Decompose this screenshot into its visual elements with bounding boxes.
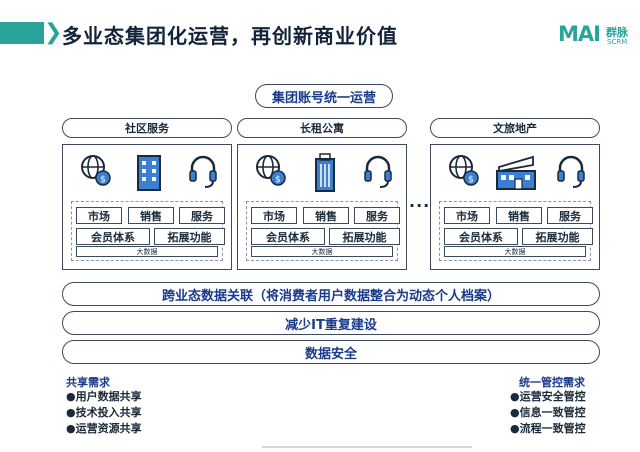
unified-operations-pill: 集团账号统一运营 xyxy=(255,84,393,108)
category-label-community: 社区服务 xyxy=(62,118,232,138)
logo-cn: 群脉 xyxy=(606,26,628,39)
headset-icon xyxy=(189,155,217,188)
svg-text:$: $ xyxy=(275,175,281,185)
ellipsis: ... xyxy=(409,192,431,211)
tag-sales: 销售 xyxy=(303,207,349,224)
feature-group: 市场 销售 服务 会员体系 拓展功能 大数据 xyxy=(439,201,593,261)
resort-building-icon xyxy=(496,155,536,190)
band-cross-business-data: 跨业态数据关联（将消费者用户数据整合为动态个人档案） xyxy=(62,282,600,306)
tag-membership: 会员体系 xyxy=(444,228,518,245)
tag-sales: 销售 xyxy=(128,207,174,224)
globe-coin-icon: $ xyxy=(81,155,111,186)
control-needs-list: ●运营安全管控 ●信息一致管控 ●流程一致管控 xyxy=(510,389,586,437)
apartment-tower-icon xyxy=(315,153,335,192)
tag-bigdata: 大数据 xyxy=(251,246,393,257)
office-building-icon xyxy=(137,155,161,191)
brand-logo: MAI 群脉 SCRM xyxy=(558,22,634,52)
business-panel-tourism: $ 市场 销售 服务 会员体系 拓展功能 大数据 xyxy=(430,144,600,270)
category-label-apartment: 长租公寓 xyxy=(237,118,407,138)
shared-needs-title: 共享需求 xyxy=(66,376,110,389)
tag-bigdata: 大数据 xyxy=(444,246,586,257)
globe-coin-icon: $ xyxy=(256,155,286,186)
tag-bigdata: 大数据 xyxy=(76,246,218,257)
band-reduce-it-duplication: 减少IT重复建设 xyxy=(62,311,600,335)
business-panel-community: $ 市场 销售 服务 会员体系 拓展功能 大数据 xyxy=(62,144,232,270)
list-item: ●信息一致管控 xyxy=(510,406,586,419)
list-item: ●运营资源共享 xyxy=(66,422,142,435)
tag-extension: 拓展功能 xyxy=(522,228,593,245)
globe-coin-icon: $ xyxy=(449,155,479,186)
control-needs-title: 统一管控需求 xyxy=(519,376,585,389)
svg-text:$: $ xyxy=(100,175,106,185)
band-data-security: 数据安全 xyxy=(62,340,600,364)
category-label-tourism: 文旅地产 xyxy=(430,118,600,138)
shared-needs-list: ●用户数据共享 ●技术投入共享 ●运营资源共享 xyxy=(66,389,142,437)
tag-market: 市场 xyxy=(76,207,122,224)
list-item: ●用户数据共享 xyxy=(66,390,142,403)
list-item: ●流程一致管控 xyxy=(510,422,586,435)
tag-extension: 拓展功能 xyxy=(154,228,225,245)
footer-divider xyxy=(262,446,472,448)
tag-service: 服务 xyxy=(179,207,225,224)
business-panel-apartment: $ 市场 销售 服务 会员体系 拓展功能 大数据 xyxy=(237,144,407,270)
header-accent-bar xyxy=(0,22,44,44)
logo-mark: MAI xyxy=(558,22,601,46)
tag-membership: 会员体系 xyxy=(251,228,325,245)
headset-icon xyxy=(557,155,585,188)
tag-extension: 拓展功能 xyxy=(329,228,400,245)
tag-service: 服务 xyxy=(547,207,593,224)
feature-group: 市场 销售 服务 会员体系 拓展功能 大数据 xyxy=(246,201,400,261)
list-item: ●运营安全管控 xyxy=(510,390,586,403)
logo-en: SCRM xyxy=(607,38,628,46)
tag-market: 市场 xyxy=(251,207,297,224)
chevron-right-icon: ❯ xyxy=(44,20,63,45)
headset-icon xyxy=(364,155,392,188)
tag-service: 服务 xyxy=(354,207,400,224)
list-item: ●技术投入共享 xyxy=(66,406,142,419)
tag-market: 市场 xyxy=(444,207,490,224)
feature-group: 市场 销售 服务 会员体系 拓展功能 大数据 xyxy=(71,201,225,261)
svg-text:$: $ xyxy=(468,175,474,185)
tag-membership: 会员体系 xyxy=(76,228,150,245)
page-title: 多业态集团化运营，再创新商业价值 xyxy=(62,24,398,48)
tag-sales: 销售 xyxy=(496,207,542,224)
